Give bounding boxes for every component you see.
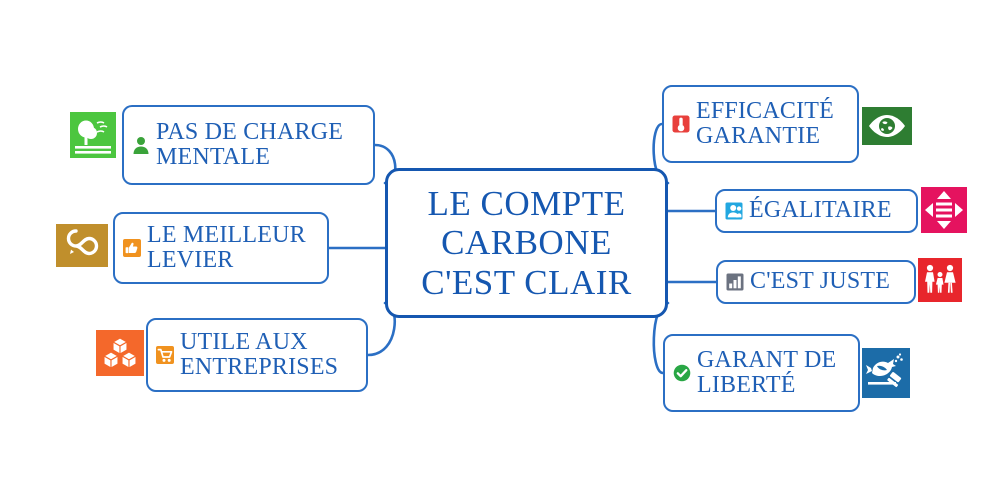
equality-arrows-icon: [921, 187, 967, 233]
bar-chart-icon: [724, 271, 746, 293]
central-node-label: LE COMPTE CARBONE C'EST CLAIR: [421, 184, 632, 302]
branch-node-egalitaire[interactable]: ÉGALITAIRE: [715, 189, 918, 233]
branch-node-cest-juste[interactable]: C'EST JUSTE: [716, 260, 916, 304]
infinity-loop-icon: [56, 224, 108, 267]
thermometer-icon: [670, 113, 692, 135]
shopping-cart-icon: [154, 344, 176, 366]
branch-label-cest-juste: C'EST JUSTE: [750, 268, 891, 295]
branch-label-egalitaire: ÉGALITAIRE: [749, 197, 892, 224]
people-icon: [723, 200, 745, 222]
globe-eye-icon: [862, 107, 912, 145]
park-tree-icon: [70, 112, 116, 158]
branch-label-utile-entreprises: UTILE AUX ENTREPRISES: [180, 328, 339, 380]
branch-label-pas-de-charge: PAS DE CHARGE MENTALE: [156, 118, 344, 170]
thumbs-up-icon: [121, 237, 143, 259]
check-circle-icon: [671, 362, 693, 384]
branch-label-meilleur-levier: LE MEILLEUR LEVIER: [147, 221, 306, 273]
dove-gavel-icon: [862, 348, 910, 398]
cubes-icon: [96, 330, 144, 376]
branch-node-meilleur-levier[interactable]: LE MEILLEUR LEVIER: [113, 212, 329, 284]
branch-node-utile-entreprises[interactable]: UTILE AUX ENTREPRISES: [146, 318, 368, 392]
family-icon: [918, 258, 962, 302]
branch-node-efficacite[interactable]: EFFICACITÉ GARANTIE: [662, 85, 859, 163]
branch-label-garant-liberte: GARANT DE LIBERTÉ: [697, 346, 837, 398]
central-node[interactable]: LE COMPTE CARBONE C'EST CLAIR: [385, 168, 668, 318]
person-icon: [130, 134, 152, 156]
branch-node-pas-de-charge[interactable]: PAS DE CHARGE MENTALE: [122, 105, 375, 185]
branch-label-efficacite: EFFICACITÉ GARANTIE: [696, 97, 835, 149]
branch-node-garant-liberte[interactable]: GARANT DE LIBERTÉ: [663, 334, 860, 412]
